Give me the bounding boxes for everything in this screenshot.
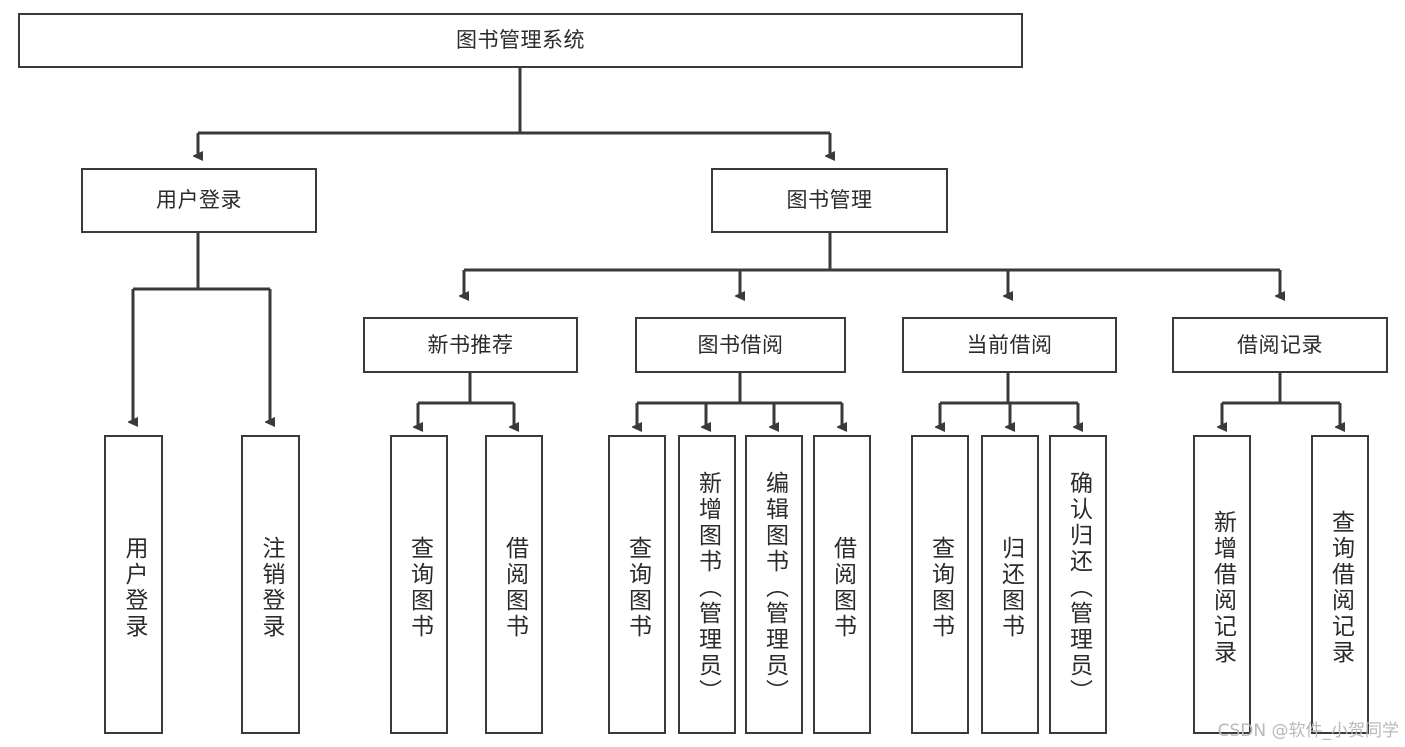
node-new-book-recommend[interactable]: 新书推荐 — [363, 317, 578, 373]
node-label: 新增借阅记录 — [1209, 509, 1236, 666]
node-label: 新书推荐 — [427, 332, 514, 357]
node-label: 编辑图书（管理员） — [761, 470, 788, 705]
node-label: 新增图书（管理员） — [694, 470, 721, 705]
node-label: 用户登录 — [121, 535, 147, 640]
node-label: 借阅图书 — [501, 535, 528, 640]
leaf-add-book-admin[interactable]: 新增图书（管理员） — [678, 435, 736, 734]
node-label: 查询借阅记录 — [1327, 509, 1354, 666]
csdn-watermark: CSDN @软件_小贺同学 — [1217, 721, 1399, 741]
node-book-borrow[interactable]: 图书借阅 — [635, 317, 846, 373]
node-label: 借阅记录 — [1237, 332, 1323, 357]
node-book-management[interactable]: 图书管理 — [711, 168, 948, 233]
leaf-query-borrow-record[interactable]: 查询借阅记录 — [1311, 435, 1369, 734]
node-label: 当前借阅 — [966, 332, 1053, 357]
node-borrow-record[interactable]: 借阅记录 — [1172, 317, 1388, 373]
node-label: 查询图书 — [624, 535, 651, 640]
node-label: 确认归还（管理员） — [1065, 470, 1092, 705]
leaf-query-book-borrow[interactable]: 查询图书 — [608, 435, 666, 734]
leaf-confirm-return-admin[interactable]: 确认归还（管理员） — [1049, 435, 1107, 734]
node-label: 注销登录 — [258, 535, 284, 640]
node-current-borrow[interactable]: 当前借阅 — [902, 317, 1117, 373]
node-root-book-management-system[interactable]: 图书管理系统 — [18, 13, 1023, 68]
node-label: 归还图书 — [997, 535, 1024, 640]
leaf-edit-book-admin[interactable]: 编辑图书（管理员） — [745, 435, 803, 734]
leaf-borrow-book[interactable]: 借阅图书 — [813, 435, 871, 734]
node-label: 借阅图书 — [829, 535, 856, 640]
node-label: 图书借阅 — [697, 332, 784, 357]
leaf-return-book[interactable]: 归还图书 — [981, 435, 1039, 734]
node-user-login[interactable]: 用户登录 — [81, 168, 317, 233]
leaf-query-book-recommend[interactable]: 查询图书 — [390, 435, 448, 734]
node-label: 用户登录 — [156, 188, 242, 213]
leaf-add-borrow-record[interactable]: 新增借阅记录 — [1193, 435, 1251, 734]
leaf-user-logout[interactable]: 注销登录 — [241, 435, 300, 734]
node-label: 图书管理 — [786, 188, 873, 213]
node-label: 图书管理系统 — [456, 28, 585, 53]
node-label: 查询图书 — [406, 535, 433, 640]
leaf-user-login[interactable]: 用户登录 — [104, 435, 163, 734]
leaf-borrow-book-recommend[interactable]: 借阅图书 — [485, 435, 543, 734]
node-label: 查询图书 — [927, 535, 954, 640]
leaf-query-book-current[interactable]: 查询图书 — [911, 435, 969, 734]
